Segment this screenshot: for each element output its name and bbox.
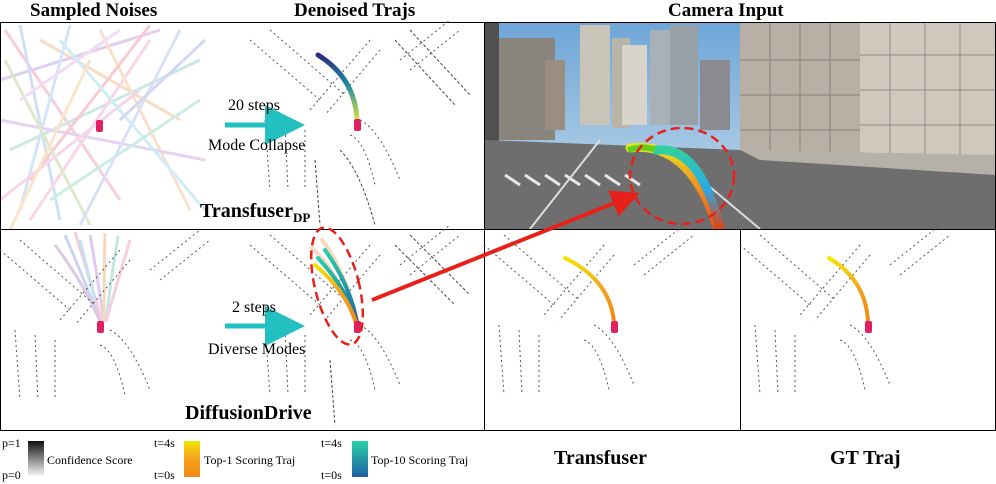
- legend-t-start-2: t=0s: [321, 468, 342, 482]
- legend-p-high: p=1: [2, 436, 21, 450]
- dp-steps-label: 20 steps: [228, 97, 280, 114]
- bev-roadmap-dp: [249, 19, 471, 226]
- caption-gt: GT Traj: [830, 447, 901, 469]
- bev-roadmap-dd: [249, 224, 471, 426]
- camera-image: [485, 23, 995, 229]
- collapsed-mode-trajectory: [315, 52, 360, 123]
- legend-confidence: Confidence Score: [47, 453, 133, 467]
- top1-colorbar: [184, 441, 200, 477]
- top10-colorbar: [352, 441, 368, 477]
- header-denoised-trajs: Denoised Trajs: [294, 0, 416, 21]
- dd-note-label: Diverse Modes: [208, 341, 306, 358]
- transfuser-trajectory: [563, 256, 616, 324]
- confidence-colorbar: [28, 441, 44, 477]
- noise-lines-diffusiondrive: [53, 231, 132, 323]
- bev-roadmap-transfuser: [483, 224, 695, 396]
- transfuser-dp-title-sub: DP: [292, 210, 311, 225]
- header-camera-input: Camera Input: [668, 0, 784, 21]
- link-arrow: [371, 190, 640, 302]
- legend-p-low: p=0: [2, 468, 21, 482]
- highlight-ellipse-dd: [309, 226, 365, 346]
- vehicle-icon: [611, 321, 618, 333]
- caption-transfuser: Transfuser: [554, 447, 647, 469]
- vehicle-icon: [354, 119, 361, 131]
- legend-top10: Top-10 Scoring Traj: [371, 453, 469, 467]
- vehicle-icon: [97, 321, 104, 333]
- vehicle-icon: [865, 321, 872, 333]
- legend-top1: Top-1 Scoring Traj: [204, 453, 296, 467]
- legend-t-end-2: t=4s: [321, 436, 342, 450]
- legend-t-end-1: t=4s: [154, 436, 175, 450]
- vehicle-icon: [354, 321, 361, 333]
- header-sampled-noises: Sampled Noises: [30, 0, 158, 21]
- gt-trajectory: [827, 256, 870, 324]
- vehicle-icon: [96, 120, 103, 132]
- diverse-mode-trajectories: [310, 238, 359, 324]
- transfuser-dp-title: TransfuserDP: [200, 200, 310, 226]
- dp-note-label: Mode Collapse: [208, 137, 306, 154]
- highlight-ellipse-camera: [628, 126, 736, 226]
- diffusiondrive-panel: [0, 229, 485, 431]
- legend-t-start-1: t=0s: [154, 468, 175, 482]
- dd-steps-label: 2 steps: [232, 299, 276, 316]
- bev-roadmap-gt: [739, 224, 951, 396]
- noise-lines-dp: [1, 24, 206, 229]
- transfuser-dp-title-main: Transfuser: [200, 200, 293, 222]
- diffusiondrive-title: DiffusionDrive: [185, 402, 312, 424]
